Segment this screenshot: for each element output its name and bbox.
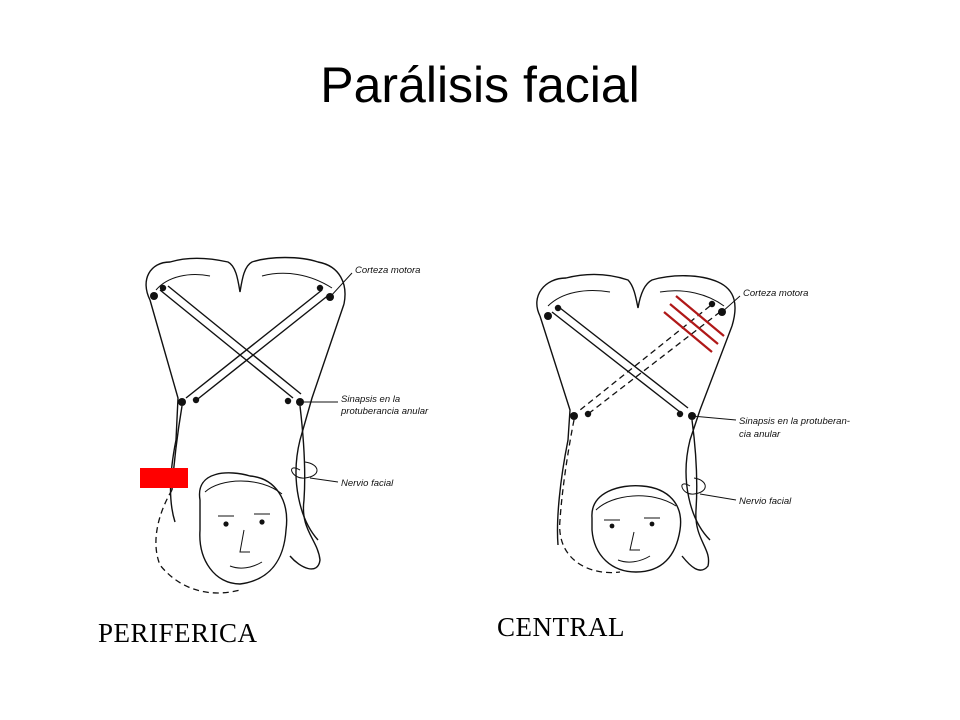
nerve-label: Nervio facial [341, 478, 394, 489]
central-lesion-marker [663, 295, 725, 353]
nerve-label: Nervio facial [739, 496, 792, 507]
synapse-label-line2: cia anular [739, 429, 781, 440]
paralysed-half-left [155, 489, 241, 594]
face-outline [591, 485, 682, 573]
face-outline [198, 472, 288, 585]
cortex-label: Corteza motora [743, 288, 808, 299]
cortex-outline [536, 273, 736, 327]
cortex-outline [145, 256, 346, 305]
cortex-label: Corteza motora [355, 265, 420, 276]
peripheral-lesion-marker [140, 468, 188, 488]
central-caption: CENTRAL [497, 612, 625, 642]
synapse-label-line2: protuberancia anular [340, 406, 429, 417]
synapse-label-line1: Sinapsis en la protuberan- [739, 416, 850, 427]
synapse-label-line1: Sinapsis en la [341, 394, 400, 405]
slide-title: Parálisis facial [320, 57, 640, 113]
peripheral-caption: PERIFERICA [98, 618, 258, 648]
brainstem-outline [539, 315, 733, 546]
